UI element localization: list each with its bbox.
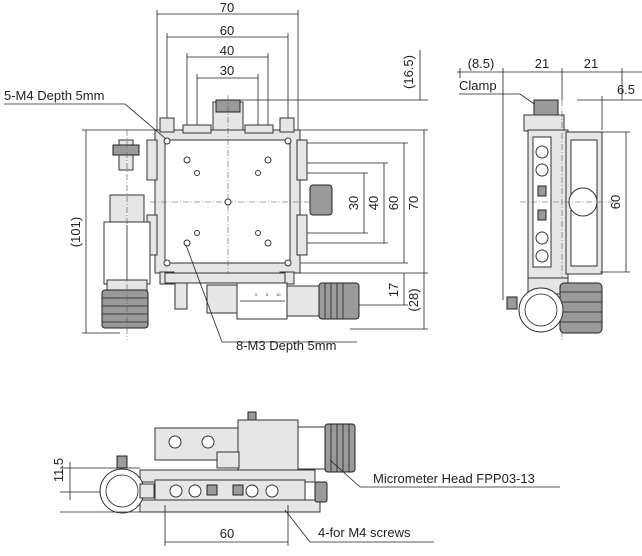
label-5-m4: 5-M4 Depth 5mm: [4, 88, 104, 103]
label-clamp: Clamp: [459, 78, 497, 93]
dim-21-a: 21: [535, 56, 549, 71]
micrometer-head-horizontal: 0 5 10: [206, 282, 360, 320]
label-8-m3: 8-M3 Depth 5mm: [236, 338, 336, 353]
dim-60-top: 60: [220, 23, 234, 38]
dim-40-top: 40: [220, 43, 234, 58]
scale-mark-5: 5: [266, 292, 269, 297]
dim-70-v: 70: [406, 196, 421, 210]
dim-60-v: 60: [386, 196, 401, 210]
dim-16-5: (16.5): [401, 55, 416, 89]
label-screws: 4-for M4 screws: [318, 525, 411, 540]
dim-17: 17: [386, 283, 401, 297]
dim-28: (28): [406, 288, 421, 311]
dim-70-top: 70: [220, 0, 234, 15]
dim-8-5: (8.5): [468, 56, 495, 71]
side-view: (8.5) 21 21 6.5 Clamp 60: [457, 56, 642, 340]
dim-60-bottom: 60: [220, 526, 234, 541]
dim-101: (101): [68, 217, 83, 247]
dim-30-top: 30: [220, 63, 234, 78]
dim-11-5: 11.5: [51, 458, 66, 482]
mounting-holes: [163, 137, 292, 267]
label-micrometer: Micrometer Head FPP03-13: [373, 471, 535, 486]
top-view: 70 60 40 30 (16.5) 30 40 60 70 17 (28): [4, 0, 428, 353]
dim-60-side: 60: [608, 195, 623, 209]
front-view: 11.5 60 Micrometer Head FPP03-13 4-for M…: [51, 411, 560, 546]
scale-mark-0: 0: [255, 292, 258, 297]
micrometer-head-vertical: [101, 130, 151, 340]
dim-30-v: 30: [346, 196, 361, 210]
dim-21-b: 21: [584, 56, 598, 71]
dim-6-5: 6.5: [617, 82, 635, 97]
scale-mark-10: 10: [276, 292, 281, 297]
dim-40-v: 40: [366, 196, 381, 210]
